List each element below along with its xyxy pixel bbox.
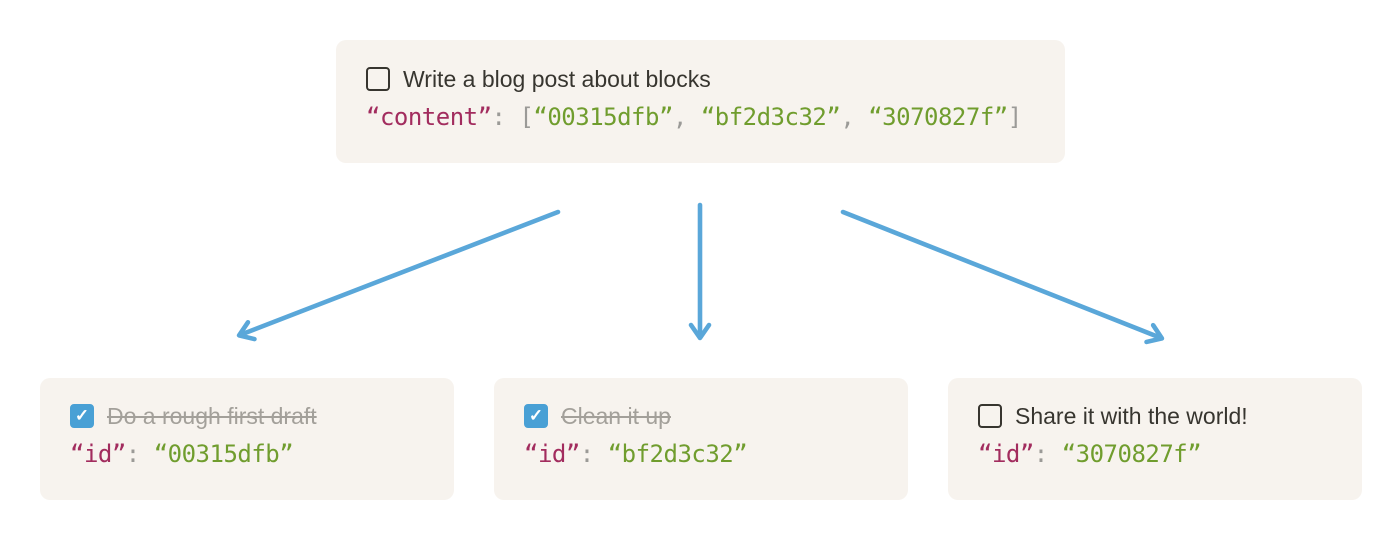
child-block-card: ✓ Clean it up “id”: “bf2d3c32” (494, 378, 908, 500)
code-string-value: “3070827f” (1061, 440, 1202, 468)
todo-checkbox[interactable]: ✓ (524, 404, 548, 428)
todo-row: ✓ Share it with the world! (978, 404, 1332, 428)
todo-row: ✓ Do a rough first draft (70, 404, 424, 428)
todo-label: Clean it up (561, 403, 671, 429)
code-colon: : (125, 440, 154, 468)
code-string-value: “bf2d3c32” (607, 440, 748, 468)
todo-checkbox[interactable]: ✓ (978, 404, 1002, 428)
code-string-value: “bf2d3c32” (700, 103, 841, 131)
code-line: “id”: “00315dfb” (70, 441, 424, 468)
todo-checkbox[interactable]: ✓ (366, 67, 390, 91)
todo-row: ✓ Write a blog post about blocks (366, 67, 1035, 91)
todo-checkbox[interactable]: ✓ (70, 404, 94, 428)
arrow-to-first-child (236, 209, 561, 342)
code-colon: : (579, 440, 608, 468)
code-string-value: “3070827f” (868, 103, 1008, 131)
child-block-card: ✓ Do a rough first draft “id”: “00315dfb… (40, 378, 454, 500)
code-line: “id”: “bf2d3c32” (524, 441, 878, 468)
code-separator: , (840, 103, 869, 131)
code-bracket-close: ] (1007, 103, 1022, 131)
todo-label: Do a rough first draft (107, 403, 317, 429)
code-bracket-open: [ (519, 103, 534, 131)
code-key: “id” (978, 440, 1034, 468)
code-key: “id” (70, 440, 126, 468)
parent-block-card: ✓ Write a blog post about blocks “conten… (336, 40, 1065, 163)
code-colon: : (491, 103, 520, 131)
todo-label: Write a blog post about blocks (403, 66, 711, 92)
checkmark-icon: ✓ (528, 405, 544, 425)
arrow-to-third-child (840, 209, 1165, 345)
code-key: “content” (366, 103, 492, 131)
child-block-card: ✓ Share it with the world! “id”: “307082… (948, 378, 1362, 500)
code-string-value: “00315dfb” (153, 440, 294, 468)
code-separator: , (672, 103, 701, 131)
code-line: “content”: [“00315dfb”, “bf2d3c32”, “307… (366, 104, 1035, 131)
code-colon: : (1033, 440, 1062, 468)
code-string-value: “00315dfb” (533, 103, 673, 131)
code-line: “id”: “3070827f” (978, 441, 1332, 468)
checkmark-icon: ✓ (74, 405, 90, 425)
todo-label: Share it with the world! (1015, 403, 1248, 429)
todo-row: ✓ Clean it up (524, 404, 878, 428)
code-key: “id” (524, 440, 580, 468)
